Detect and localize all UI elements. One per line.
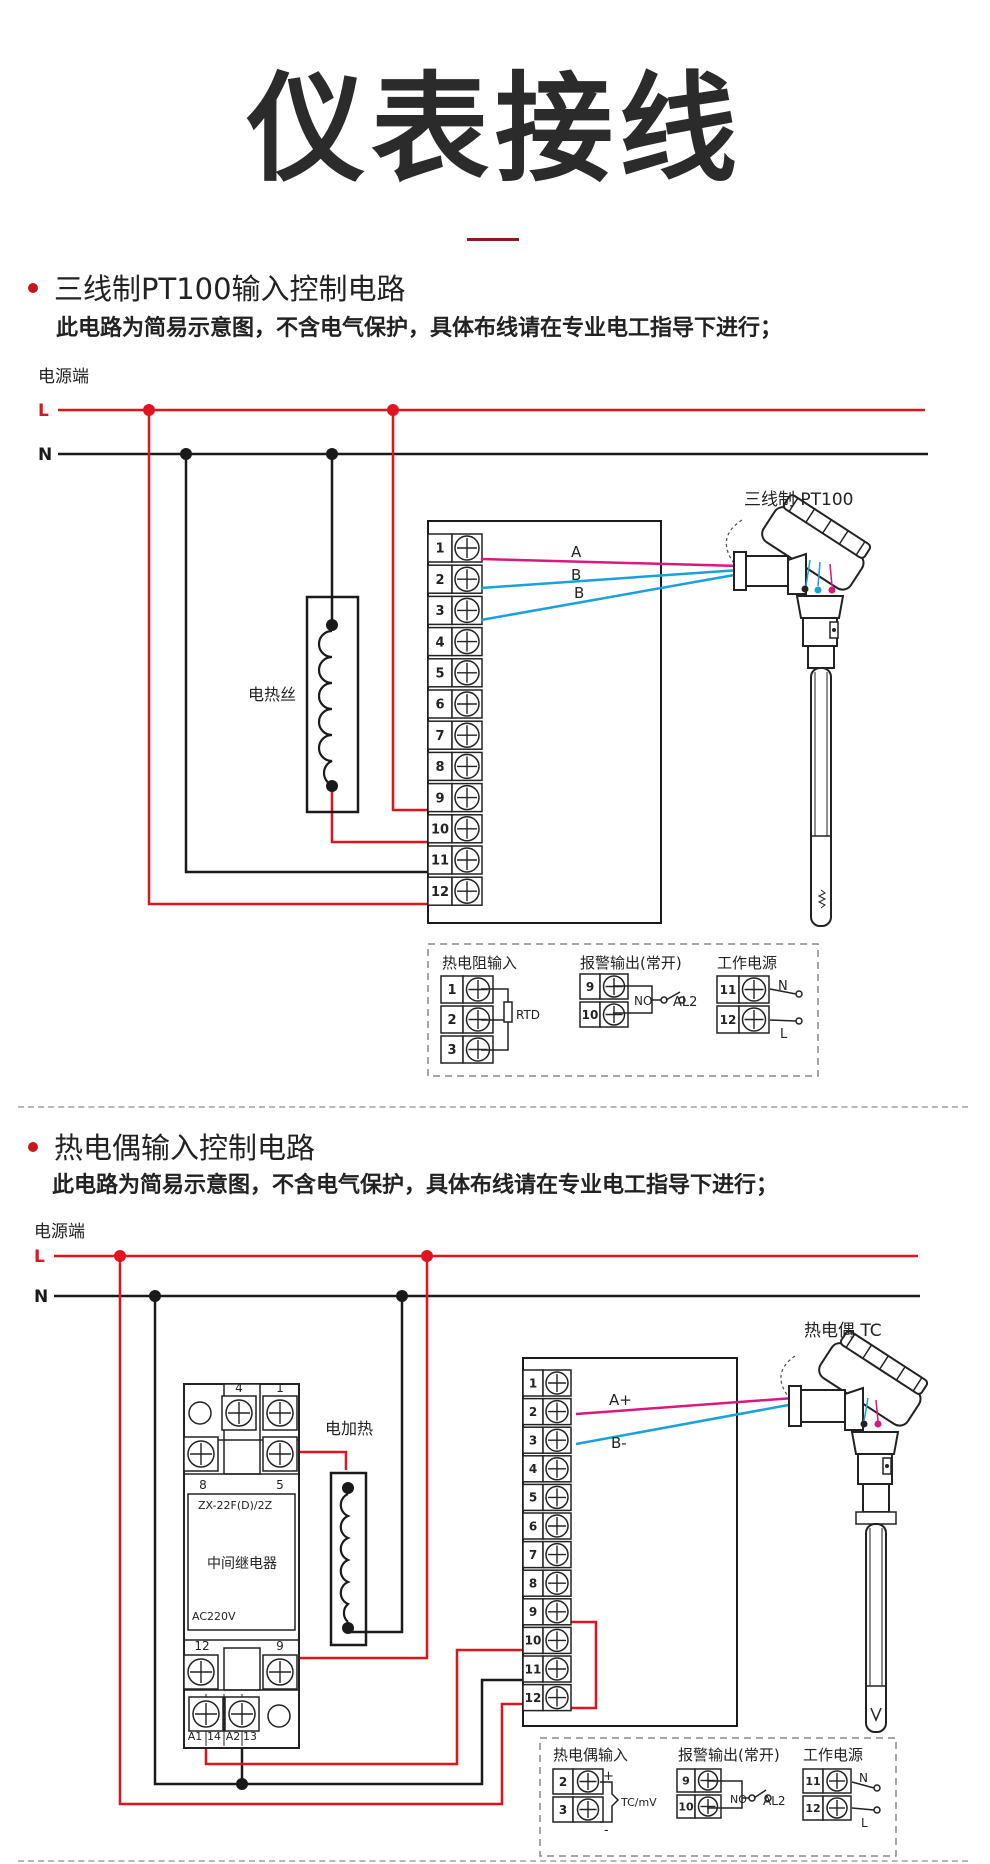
terminal-screw-icon — [454, 753, 480, 780]
terminal-screw-icon — [454, 784, 480, 811]
s1-alarm-al-label: AL2 — [673, 995, 697, 1010]
terminal-number: 2 — [435, 573, 444, 588]
s1-wire-label: B — [571, 566, 581, 584]
terminal: 11 — [427, 845, 483, 875]
terminal: 1 — [440, 975, 494, 1004]
terminal-number: 10 — [582, 1008, 599, 1022]
s1-alarm-contact-icon — [665, 991, 681, 1001]
section1-heading-text: 三线制PT100输入控制电路 — [54, 272, 406, 306]
terminal-screw-icon — [454, 628, 480, 655]
terminal-screw-icon — [454, 847, 480, 873]
terminal-number: 4 — [435, 635, 444, 650]
terminal: 8 — [427, 751, 483, 782]
s1-wire-l-to-12 — [147, 410, 464, 906]
terminal-screw-icon — [741, 977, 767, 1002]
section2-note: 此电路为简易示意图，不含电气保护，具体布线请在专业电工指导下进行； — [52, 1173, 779, 1198]
terminal: 2 — [427, 564, 483, 594]
s1-legend-box — [427, 943, 819, 1077]
terminal-number: 12 — [431, 885, 449, 900]
s1-power-l-label: L — [780, 1027, 788, 1042]
s1-wire-b2 — [480, 572, 741, 622]
terminal: 1 — [427, 533, 483, 563]
terminal-number: 11 — [720, 983, 737, 997]
terminal-screw-icon — [454, 878, 480, 904]
terminal: 4 — [427, 626, 483, 657]
bottom-separator — [18, 1860, 968, 1862]
s1-wire-a — [480, 557, 741, 568]
s1-heater-coil — [317, 629, 333, 787]
s1-legend-rtd-title: 热电阻输入 — [442, 954, 517, 972]
s1-l-label: L — [38, 401, 49, 421]
s1-pt100-sensor-icon — [725, 494, 872, 927]
terminal-number: 6 — [435, 698, 444, 713]
terminal-number: 3 — [447, 1043, 456, 1058]
terminal-number: 1 — [435, 542, 444, 557]
s1-alarm-no-label: NO — [634, 994, 652, 1008]
terminal-number: 9 — [435, 791, 444, 806]
section2-heading-text: 热电偶输入控制电路 — [54, 1131, 316, 1165]
s1-wire-n-to-11 — [184, 454, 464, 874]
terminal-screw-icon — [454, 597, 480, 624]
page-title: 仪表接线 — [246, 60, 743, 198]
s1-n-label: N — [38, 445, 52, 465]
s1-wire-heater-to-10 — [330, 790, 464, 844]
section1-note: 此电路为简易示意图，不含电气保护，具体布线请在专业电工指导下进行； — [56, 316, 783, 341]
terminal-number: 3 — [435, 604, 444, 619]
terminal-number: 11 — [431, 854, 449, 869]
terminal-screw-icon — [602, 1003, 626, 1026]
s1-legend-power-title: 工作电源 — [717, 954, 777, 972]
terminal-screw-icon — [454, 722, 480, 748]
terminal-number: 2 — [447, 1013, 456, 1028]
section-separator — [18, 1106, 968, 1108]
terminal: 6 — [427, 689, 483, 719]
terminal-number: 9 — [586, 980, 594, 994]
s1-legend-alarm-terminals: 9 10 — [579, 973, 629, 1028]
terminal: 7 — [427, 720, 483, 750]
s1-wire-label: A — [571, 543, 582, 561]
terminal: 5 — [427, 658, 483, 688]
terminal-number: 7 — [435, 729, 444, 744]
s1-rtd-resistor-icon — [503, 1001, 513, 1023]
s1-heater-node — [326, 619, 338, 631]
terminal: 12 — [716, 1005, 770, 1034]
section2-heading: 热电偶输入控制电路 — [28, 1125, 315, 1167]
title-underline — [467, 238, 519, 241]
terminal-screw-icon — [454, 660, 480, 686]
terminal-number: 8 — [435, 760, 444, 775]
terminal-screw-icon — [454, 691, 480, 717]
s1-power-label: 电源端 — [38, 367, 89, 387]
terminal: 10 — [427, 814, 483, 844]
s1-heater-label: 电热丝 — [248, 685, 296, 704]
terminal-number: 1 — [447, 983, 456, 998]
s1-legend-alarm-title: 报警输出(常开) — [580, 954, 682, 972]
s1-rtd-label: RTD — [516, 1008, 540, 1022]
s1-wire-label: B — [574, 584, 584, 602]
terminal-screw-icon — [454, 535, 480, 561]
terminal-screw-icon — [454, 816, 480, 842]
terminal: 12 — [427, 876, 483, 906]
terminal: 11 — [716, 975, 770, 1004]
terminal-screw-icon — [741, 1007, 767, 1032]
bullet-icon — [28, 283, 38, 293]
terminal: 3 — [427, 595, 483, 626]
s1-power-n-label: N — [778, 979, 788, 994]
terminal-number: 5 — [435, 666, 444, 681]
terminal-screw-icon — [465, 1007, 491, 1032]
terminal-number: 10 — [431, 822, 449, 837]
section1-heading: 三线制PT100输入控制电路 — [28, 266, 406, 308]
s1-wire-b1 — [480, 568, 741, 590]
terminal-number: 12 — [720, 1013, 737, 1027]
s1-sensor-label: 三线制 PT100 — [744, 490, 854, 510]
terminal: 10 — [579, 1001, 629, 1028]
terminal-screw-icon — [454, 566, 480, 592]
bullet-icon — [28, 1142, 38, 1152]
s1-legend-power-terminals: 11 12 — [716, 975, 770, 1034]
terminal: 9 — [427, 782, 483, 813]
s1-heater-box — [305, 595, 360, 814]
